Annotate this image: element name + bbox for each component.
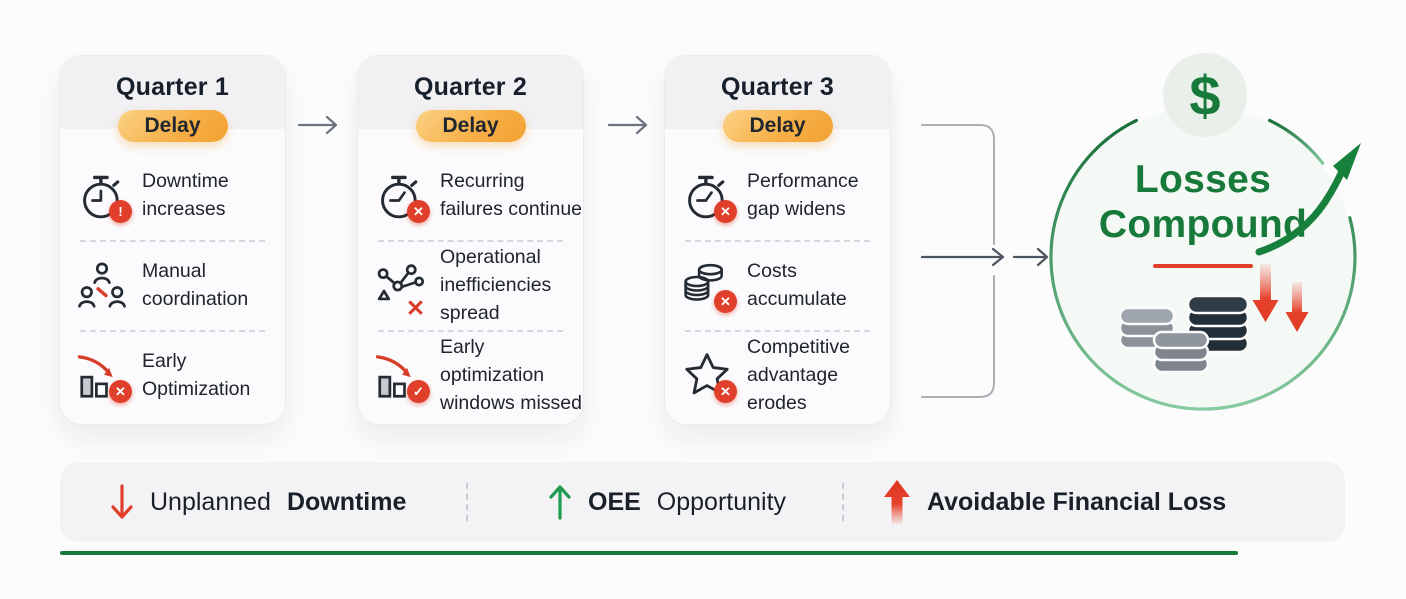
legend-item-downtime: Unplanned Downtime bbox=[110, 462, 406, 542]
divider bbox=[378, 240, 563, 242]
card-item: ✕ Performance gap widens bbox=[665, 152, 890, 240]
divider bbox=[685, 330, 870, 332]
declining-chart-icon: ✓ bbox=[373, 349, 430, 403]
card-item-label: Costs accumulate bbox=[747, 260, 847, 310]
card-item-label: Competitive advantage erodes bbox=[747, 336, 850, 414]
card-item-label: Performance gap widens bbox=[747, 170, 859, 220]
card-items: ! Downtime increases Ma bbox=[60, 152, 285, 420]
loss-down-arrows-icon bbox=[1252, 264, 1309, 332]
error-badge: ✕ bbox=[714, 200, 737, 223]
dollar-icon: $ bbox=[1163, 53, 1247, 137]
right-arrow-icon bbox=[607, 115, 648, 135]
legend-text-bold: OEE bbox=[588, 487, 641, 516]
legend-divider bbox=[842, 483, 844, 521]
down-arrow-red-icon bbox=[111, 484, 133, 519]
check-badge: ✓ bbox=[407, 380, 430, 403]
error-badge: ✕ bbox=[714, 380, 737, 403]
legend-divider bbox=[466, 483, 468, 521]
card-item: ! Downtime increases bbox=[60, 152, 285, 240]
card-items: ✕ Recurring failures continue ✕ bbox=[358, 152, 583, 420]
declining-chart-icon: ✕ bbox=[75, 349, 132, 403]
card-item-label: Early optimization windows missed bbox=[440, 336, 582, 414]
card-item-label: Recurring failures continue bbox=[440, 170, 583, 220]
quarter-2-card: Quarter 2 Delay ✕ Recurring failures con… bbox=[357, 55, 584, 425]
card-item: ✕ Competitive advantage erodes bbox=[665, 332, 890, 420]
compound-line: Compound bbox=[1098, 202, 1308, 246]
quarter-1-card: Quarter 1 Delay ! Downtime increases bbox=[59, 55, 286, 425]
network-error-icon: ✕ bbox=[373, 259, 427, 321]
card-item: Manual coordination bbox=[60, 242, 285, 330]
delay-badge: Delay bbox=[415, 110, 526, 142]
card-header: Quarter 1 Delay bbox=[60, 56, 285, 142]
up-arrow-green-icon bbox=[549, 485, 571, 520]
converge-bracket bbox=[920, 124, 1049, 398]
card-item-label: Downtime increases bbox=[142, 170, 229, 220]
card-item-label: Operational inefficiencies spread bbox=[440, 246, 552, 324]
error-badge: ✕ bbox=[109, 380, 132, 403]
legend-text-bold: Downtime bbox=[286, 487, 407, 516]
divider bbox=[80, 330, 265, 332]
divider bbox=[685, 240, 870, 242]
card-item-label: Manual coordination bbox=[142, 260, 249, 310]
delay-badge: Delay bbox=[722, 110, 833, 142]
coin-stacks-icon bbox=[1118, 294, 1250, 374]
card-item: ✕ Operational inefficiencies spread bbox=[358, 242, 583, 330]
coins-icon: ✕ bbox=[680, 259, 737, 313]
alert-badge: ! bbox=[109, 200, 132, 223]
losses-compound-title: Losses Compound bbox=[1063, 158, 1343, 248]
delay-badge: Delay bbox=[117, 110, 228, 142]
card-items: ✕ Performance gap widens ✕ Costs accumu bbox=[665, 152, 890, 420]
stopwatch-alert-icon: ! bbox=[75, 169, 132, 223]
card-item: ✓ Early optimization windows missed bbox=[358, 332, 583, 420]
card-item: ✕ Recurring failures continue bbox=[358, 152, 583, 240]
stopwatch-error-icon: ✕ bbox=[373, 169, 430, 223]
card-title: Quarter 3 bbox=[721, 73, 834, 101]
dollar-sign: $ bbox=[1189, 63, 1221, 127]
card-item-label: Early Optimization bbox=[142, 350, 251, 400]
up-arrow-red-solid-icon bbox=[884, 480, 910, 524]
legend-bar: Unplanned Downtime OEE Opportunity bbox=[60, 462, 1345, 542]
legend-item-financial-loss: Avoidable Financial Loss bbox=[884, 462, 1226, 542]
growth-arrow-icon bbox=[1255, 143, 1361, 256]
error-badge: ✕ bbox=[407, 200, 430, 223]
card-item: ✕ Costs accumulate bbox=[665, 242, 890, 330]
bottom-accent-line bbox=[60, 551, 1238, 555]
legend-text-bold: Avoidable Financial Loss bbox=[927, 487, 1227, 516]
star-icon: ✕ bbox=[680, 349, 737, 403]
legend-text: Unplanned bbox=[150, 487, 271, 516]
losses-line: Losses bbox=[1134, 158, 1272, 201]
card-header: Quarter 3 Delay bbox=[665, 56, 890, 142]
card-item: ✕ Early Optimization bbox=[60, 332, 285, 420]
error-x-mark: ✕ bbox=[405, 295, 426, 321]
quarter-3-card: Quarter 3 Delay ✕ Performance gap widens bbox=[664, 55, 891, 425]
error-badge: ✕ bbox=[714, 290, 737, 313]
legend-item-oee: OEE Opportunity bbox=[548, 462, 786, 542]
card-title: Quarter 2 bbox=[414, 73, 527, 101]
divider bbox=[80, 240, 265, 242]
legend-text: Opportunity bbox=[656, 487, 787, 516]
red-underline bbox=[1153, 264, 1253, 268]
divider bbox=[378, 330, 563, 332]
team-coordination-icon bbox=[75, 259, 129, 313]
right-arrow-icon bbox=[297, 115, 338, 135]
stopwatch-error-icon: ✕ bbox=[680, 169, 737, 223]
card-title: Quarter 1 bbox=[116, 73, 229, 101]
card-header: Quarter 2 Delay bbox=[358, 56, 583, 142]
